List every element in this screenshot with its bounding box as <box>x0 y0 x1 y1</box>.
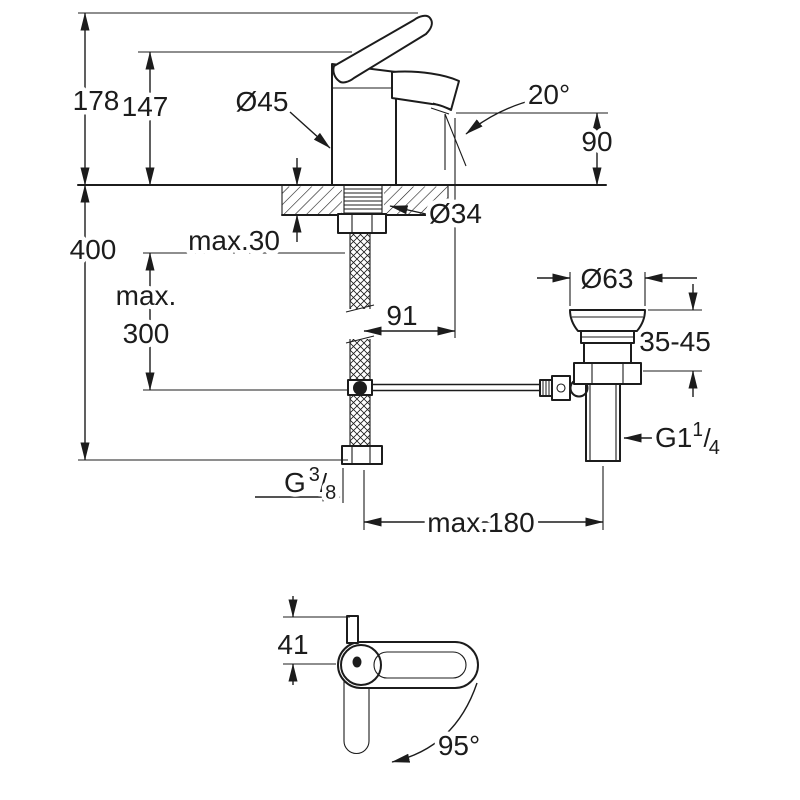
top-view: 41 95° <box>273 596 485 766</box>
adjuster-body <box>551 375 571 401</box>
lever-tip-tab <box>346 615 359 644</box>
dim-body-diameter: Ø45 <box>236 86 289 117</box>
dimension-lines <box>78 12 702 530</box>
dim-outlet-height: 90 <box>581 126 612 157</box>
front-view: 178 147 Ø45 20° 90 400 max.30 Ø34 max. 3… <box>65 12 724 543</box>
label-drain-thread: G11/4 <box>655 419 720 459</box>
dim-basin-thickness: 35-45 <box>639 326 711 357</box>
pop-up-rod <box>347 375 589 401</box>
spout <box>391 70 460 111</box>
dim-lever-offset: 41 <box>277 629 308 660</box>
dim-hole-diameter: Ø34 <box>429 198 482 229</box>
pop-up-waste <box>569 309 646 462</box>
dim-mid-height: 147 <box>122 91 169 122</box>
dim-waste-flange-diameter: Ø63 <box>581 263 634 294</box>
dim-swivel-angle: 95° <box>438 730 480 761</box>
dim-spout-angle: 20° <box>528 79 570 110</box>
drain-tube <box>585 383 621 462</box>
dim-spout-projection: 91 <box>386 300 417 331</box>
lever-rotated-outline <box>343 680 370 755</box>
dim-rod-reach: max.180 <box>427 507 534 538</box>
lever-handle <box>332 14 433 84</box>
countertop <box>77 184 607 216</box>
aerator <box>432 102 452 110</box>
handle-dot <box>352 656 362 668</box>
supply-hose <box>341 233 383 465</box>
mounting-shank <box>337 186 387 234</box>
dim-installation-depth: 400 <box>70 234 117 265</box>
faucet-body <box>331 14 467 186</box>
handle-inner-outline <box>373 651 467 679</box>
mounting-nut <box>337 213 387 234</box>
waste-nut <box>573 362 642 385</box>
hose-connector-nut <box>341 445 383 465</box>
swivel-arc <box>391 682 478 763</box>
handle-cap <box>340 644 382 686</box>
dim-hose-length-line2: 300 <box>123 318 170 349</box>
dim-deck-thickness: max.30 <box>188 225 280 256</box>
dim-total-height: 178 <box>73 85 120 116</box>
rod-ball-joint <box>353 381 367 395</box>
body-outline <box>331 63 397 186</box>
dim-hose-length-line1: max. <box>116 280 177 311</box>
